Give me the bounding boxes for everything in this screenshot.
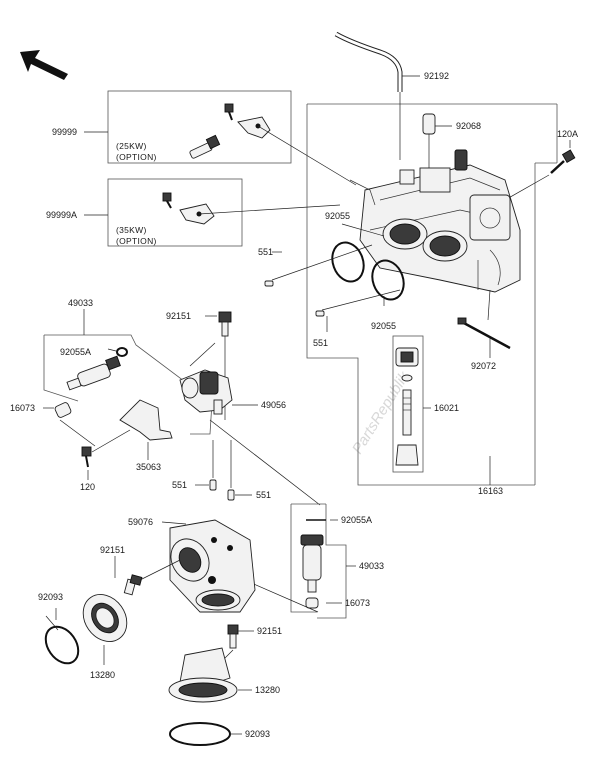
label-92151-top: 92151 (166, 311, 191, 321)
flange-icon (82, 594, 128, 642)
label-35063: 35063 (136, 462, 161, 472)
fuel-rail-icon (179, 369, 233, 415)
label-92151-left: 92151 (100, 545, 125, 555)
intake-adapter-icon (169, 519, 256, 613)
bolt-92151-icon (227, 624, 239, 649)
label-92192: 92192 (424, 71, 449, 81)
o-ring-icon (116, 347, 128, 357)
label-49033-right: 49033 (359, 561, 384, 571)
bolt-92151-icon (218, 311, 232, 337)
seal-ring-icon (44, 625, 80, 665)
label-120: 120 (80, 482, 95, 492)
label-120a: 120A (557, 129, 578, 139)
bolt-icon (224, 103, 234, 121)
label-92055-mid: 92055 (371, 321, 396, 331)
label-92055-top: 92055 (325, 211, 350, 221)
pin-icon (264, 280, 274, 287)
assembly-outline (306, 103, 558, 486)
cap-icon (54, 402, 72, 418)
label-59076: 59076 (128, 517, 153, 527)
bracket-icon (119, 399, 173, 441)
label-16073-left: 16073 (10, 403, 35, 413)
label-551-a: 551 (172, 480, 187, 490)
label-16163: 16163 (478, 486, 503, 496)
label-49033-left: 49033 (68, 298, 93, 308)
o-ring-icon (371, 259, 405, 301)
label-13280-right: 13280 (255, 685, 280, 695)
pin-icon (315, 310, 325, 317)
label-92068: 92068 (456, 121, 481, 131)
cap-icon (305, 597, 319, 609)
label-92072: 92072 (471, 361, 496, 371)
bracket-icon (237, 116, 271, 139)
label-92055a-right: 92055A (341, 515, 372, 525)
label-92151-bottom: 92151 (257, 626, 282, 636)
cap-icon (422, 113, 436, 135)
o-ring-icon (331, 241, 365, 283)
front-direction-arrow-icon (20, 50, 68, 80)
flange-icon (168, 647, 238, 703)
option-box-25kw: (25KW) (OPTION) (107, 90, 292, 164)
option-25kw-text: (OPTION) (116, 152, 157, 162)
bolt-120-icon (81, 446, 92, 468)
label-551-top: 551 (258, 247, 273, 257)
label-551-b: 551 (256, 490, 271, 500)
pin-icon (209, 479, 217, 491)
bolt-icon (162, 192, 172, 209)
label-99999: 99999 (52, 127, 77, 137)
bolt-120a-icon (550, 149, 576, 174)
option-25kw-power: (25KW) (116, 141, 147, 151)
bolt-92151-icon (123, 574, 143, 596)
label-16073-right: 16073 (345, 598, 370, 608)
label-13280-left: 13280 (90, 670, 115, 680)
label-49056: 49056 (261, 400, 286, 410)
injector-icon (66, 355, 121, 391)
seal-ring-icon (169, 722, 231, 746)
label-99999a: 99999A (46, 210, 77, 220)
label-92093-left: 92093 (38, 592, 63, 602)
option-35kw-text: (OPTION) (116, 236, 157, 246)
adjuster-screw-assembly (392, 335, 424, 473)
injector-box-right (290, 503, 347, 619)
throttle-body-assembly (349, 149, 521, 293)
label-551-mid: 551 (313, 338, 328, 348)
option-35kw-power: (35KW) (116, 225, 147, 235)
sensor-icon (189, 134, 221, 159)
option-box-35kw: (35KW) (OPTION) (107, 178, 243, 247)
injector-icon (300, 534, 324, 593)
label-92055a-left: 92055A (60, 347, 91, 357)
label-16021: 16021 (434, 403, 459, 413)
label-92093-bottom: 92093 (245, 729, 270, 739)
pin-icon (227, 489, 235, 501)
